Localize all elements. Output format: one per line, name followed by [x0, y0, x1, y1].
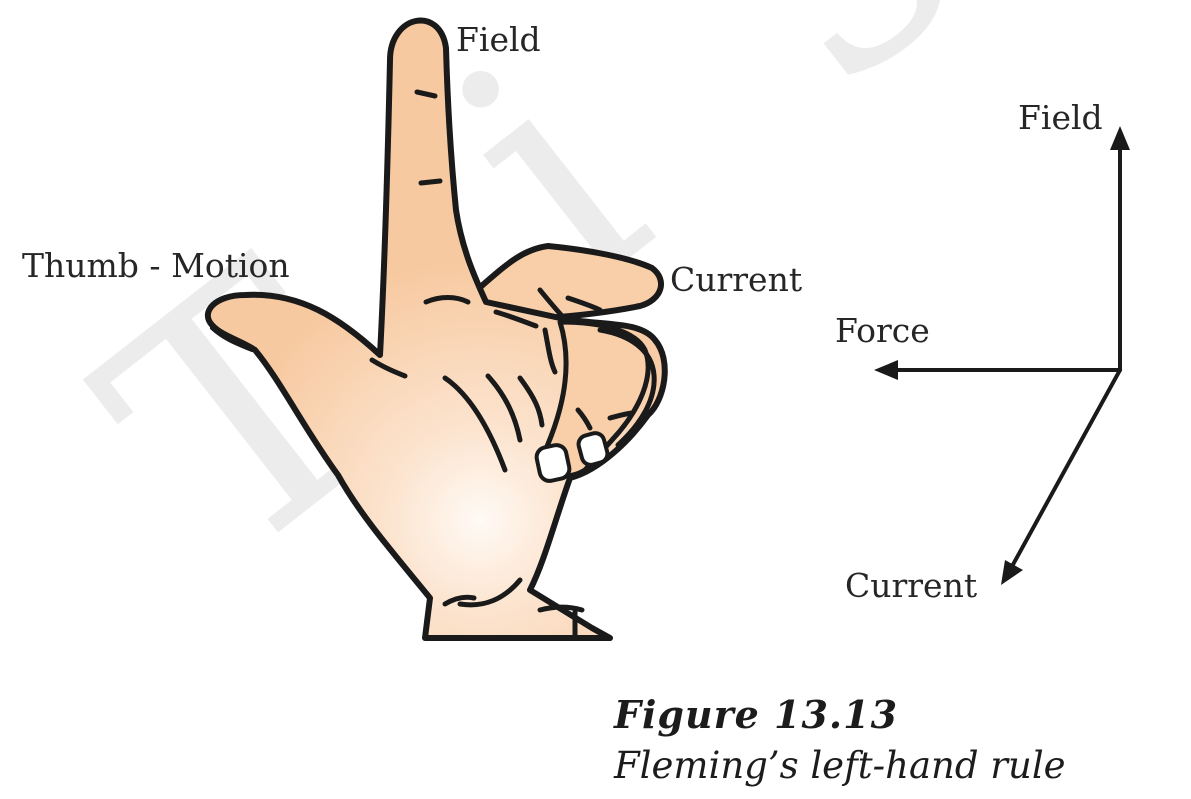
force-arrowhead [874, 360, 898, 380]
hand-palm [204, 17, 668, 641]
current-arrow-line [1008, 368, 1122, 572]
little-finger [597, 327, 657, 448]
hand-creases [369, 89, 635, 639]
current-arrowhead [1001, 560, 1023, 585]
hand-label-current: Current [670, 260, 803, 299]
thumb-nail [210, 326, 254, 352]
figure-caption: Fleming’s left-hand rule [614, 744, 1066, 787]
figure-number: Figure 13.13 [614, 692, 899, 737]
axis-label-current: Current [845, 566, 978, 605]
hand-label-field: Field [456, 20, 541, 59]
hand-label-thumb: Thumb - Motion [22, 246, 290, 285]
fingernail [576, 431, 610, 467]
field-arrowhead [1110, 126, 1130, 150]
axis-label-field: Field [1018, 98, 1103, 137]
fingernail [534, 443, 572, 483]
axis-label-force: Force [835, 311, 930, 350]
